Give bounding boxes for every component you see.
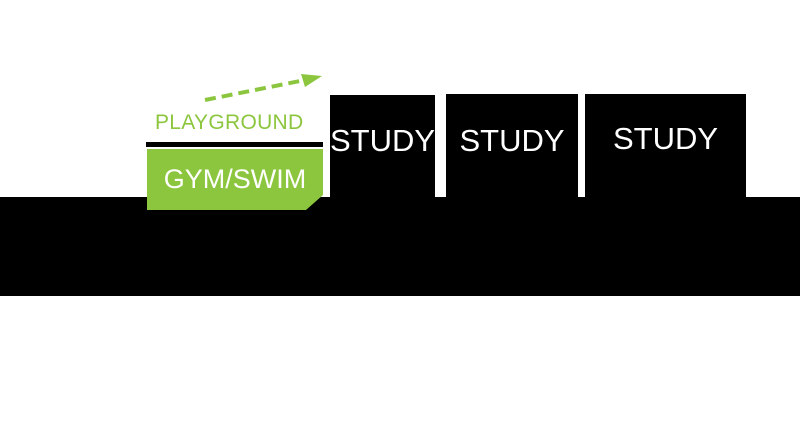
base-slab bbox=[0, 197, 800, 296]
dashed-arrow-icon bbox=[204, 74, 322, 102]
playground-roof-line bbox=[146, 142, 323, 147]
study-block-2: STUDY bbox=[446, 94, 578, 198]
playground-label: PLAYGROUND bbox=[155, 111, 304, 134]
study-block-1: STUDY bbox=[330, 95, 435, 198]
study-block-3: STUDY bbox=[585, 94, 746, 198]
gym-swim-label: GYM/SWIM bbox=[163, 164, 307, 194]
gym-swim-block bbox=[147, 149, 323, 210]
study-label-2: STUDY bbox=[459, 123, 565, 158]
study-label-3: STUDY bbox=[612, 121, 719, 156]
study-label-1: STUDY bbox=[329, 123, 436, 158]
